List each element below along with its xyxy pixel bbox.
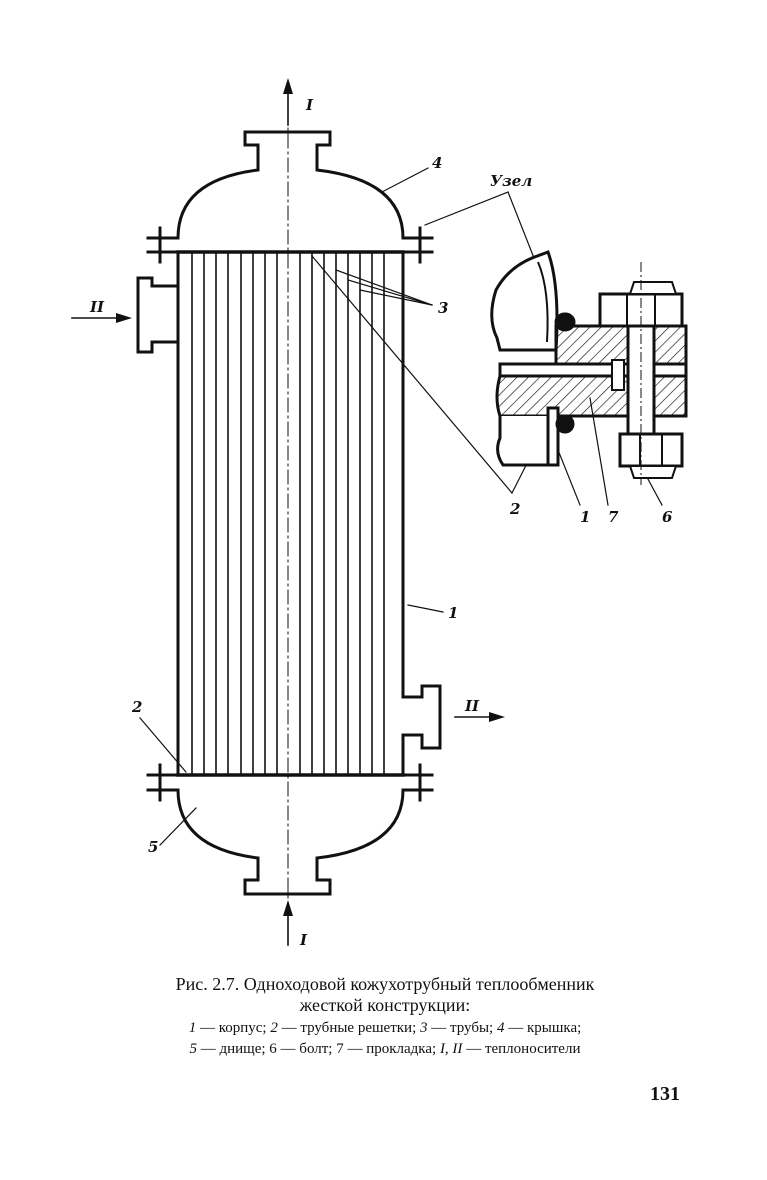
detail-lower-plate bbox=[497, 376, 686, 416]
arrowhead-left bbox=[116, 313, 132, 323]
inlet-nozzle-left bbox=[138, 278, 178, 352]
arrowhead-top bbox=[283, 78, 293, 94]
figure-caption-legend: 1 — корпус; 2 — трубные решетки; 3 — тру… bbox=[60, 1018, 710, 1060]
detail-tube-end bbox=[548, 408, 558, 465]
page-number: 131 bbox=[650, 1083, 680, 1106]
label-cover: 4 bbox=[432, 154, 442, 172]
label-detail-1: 1 bbox=[580, 508, 590, 526]
label-flow-bottom: I bbox=[299, 931, 308, 949]
top-cover bbox=[178, 132, 403, 238]
arrowhead-right bbox=[489, 712, 505, 722]
caption-legend-line2: 5 — днище; 6 — болт; 7 — прокладка; I, I… bbox=[60, 1039, 710, 1060]
label-detail-2: 2 bbox=[509, 500, 520, 518]
label-tube-sheet: 2 bbox=[131, 698, 142, 716]
detail-washer bbox=[612, 360, 624, 390]
label-flow-in: II bbox=[89, 298, 105, 316]
figure-caption-title: Рис. 2.7. Одноходовой кожухотрубный тепл… bbox=[60, 974, 710, 1016]
detail-weld-top bbox=[556, 314, 574, 330]
label-shell: 1 bbox=[448, 604, 458, 622]
detail-weld-bottom bbox=[557, 416, 573, 432]
label-detail-7: 7 bbox=[608, 508, 619, 526]
bottom-head bbox=[178, 790, 403, 894]
detail-upper-plate bbox=[556, 326, 686, 364]
label-flow-out: II bbox=[464, 697, 480, 715]
joint-detail bbox=[492, 252, 686, 485]
label-bottom-head: 5 bbox=[148, 838, 158, 856]
label-tubes: 3 bbox=[438, 299, 448, 317]
detail-bolt-nut bbox=[620, 434, 682, 466]
detail-gasket bbox=[500, 364, 686, 376]
outlet-nozzle-right bbox=[403, 686, 440, 748]
leader-lines bbox=[140, 168, 662, 845]
label-flow-top: I bbox=[305, 96, 314, 114]
label-detail-6: 6 bbox=[662, 508, 673, 526]
caption-title-line2: жесткой конструкции: bbox=[60, 995, 710, 1016]
top-flanges bbox=[148, 228, 432, 262]
arrowhead-bottom bbox=[283, 900, 293, 916]
label-uzel: Узел bbox=[490, 172, 532, 190]
detail-shell-stub bbox=[498, 416, 548, 465]
bottom-flanges bbox=[148, 765, 432, 800]
caption-legend-line1: 1 — корпус; 2 — трубные решетки; 3 — тру… bbox=[60, 1018, 710, 1039]
caption-title-line1: Рис. 2.7. Одноходовой кожухотрубный тепл… bbox=[60, 974, 710, 995]
